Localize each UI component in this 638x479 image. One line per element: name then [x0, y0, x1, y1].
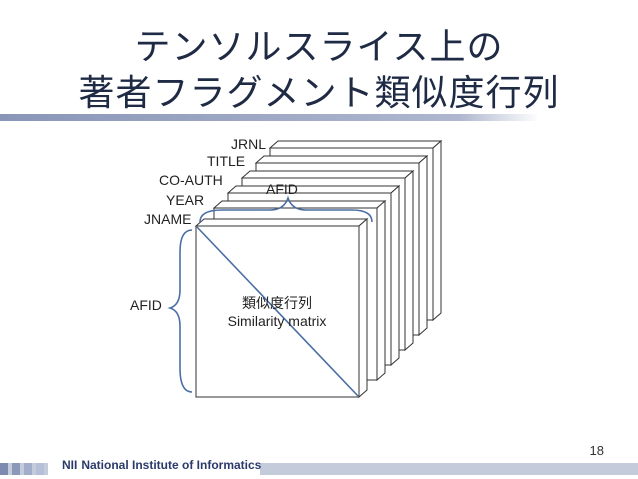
top-brace: [199, 195, 373, 223]
matrix-diagonal: [196, 226, 359, 397]
top-brace-label: AFID: [266, 181, 298, 197]
footer-band: [0, 463, 638, 475]
slice-label-title: TITLE: [207, 153, 246, 169]
slice-label-co-auth: CO-AUTH: [159, 172, 223, 188]
nii-logo: NII: [62, 458, 78, 472]
left-brace: [167, 229, 193, 393]
slide-title-line-1: テンソルスライス上の: [134, 27, 504, 68]
slice-label-year: YEAR: [166, 192, 205, 208]
page-number: 18: [589, 443, 604, 458]
matrix-label-jp: 類似度行列: [242, 296, 312, 312]
slice-label-jrnl: JRNL: [231, 136, 267, 152]
slice-label-jname: JNAME: [144, 211, 192, 227]
matrix-label-en: Similarity matrix: [227, 313, 327, 329]
left-brace-label: AFID: [130, 297, 162, 313]
front-similarity-slice: [194, 217, 369, 399]
footer-org-name-text: National Institute of Informatics: [81, 458, 262, 472]
title-underline-rule: [0, 114, 540, 121]
slide-title-line-2: 著者フラグメント類似度行列: [78, 73, 560, 114]
